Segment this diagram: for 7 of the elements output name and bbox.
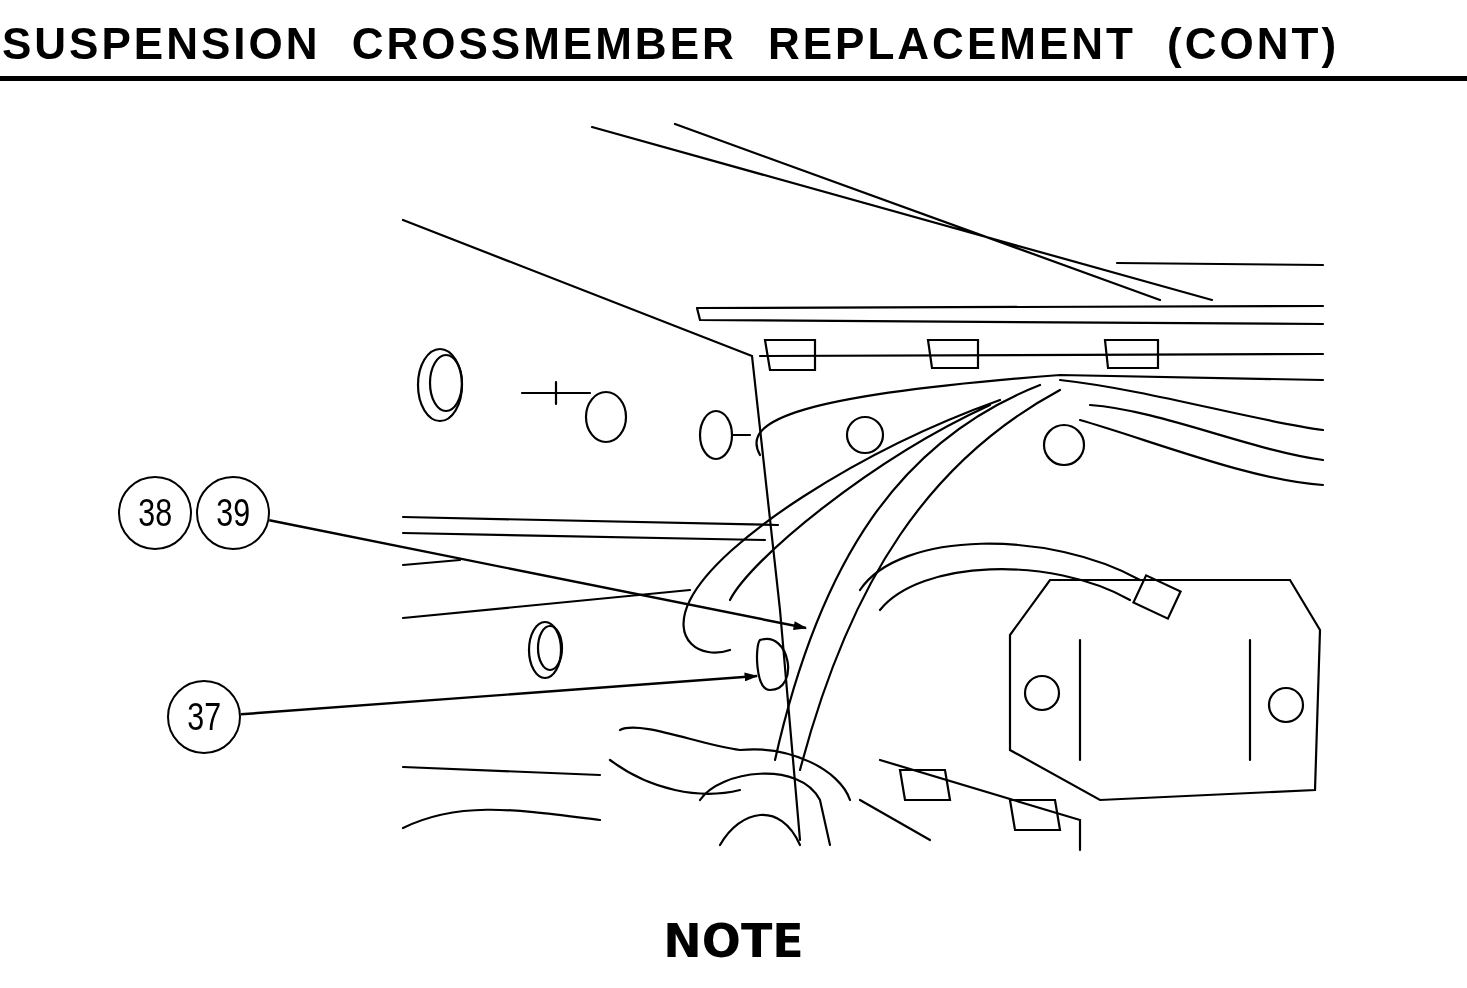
callout-number: 38 xyxy=(118,476,192,550)
leader-line xyxy=(240,672,759,716)
callout-number: 39 xyxy=(196,476,270,550)
page-title: SUSPENSION CROSSMEMBER REPLACEMENT (CONT) xyxy=(2,18,1340,70)
note-heading: NOTE xyxy=(662,914,805,968)
callout-number: 37 xyxy=(167,680,241,754)
leader-line xyxy=(269,519,808,630)
